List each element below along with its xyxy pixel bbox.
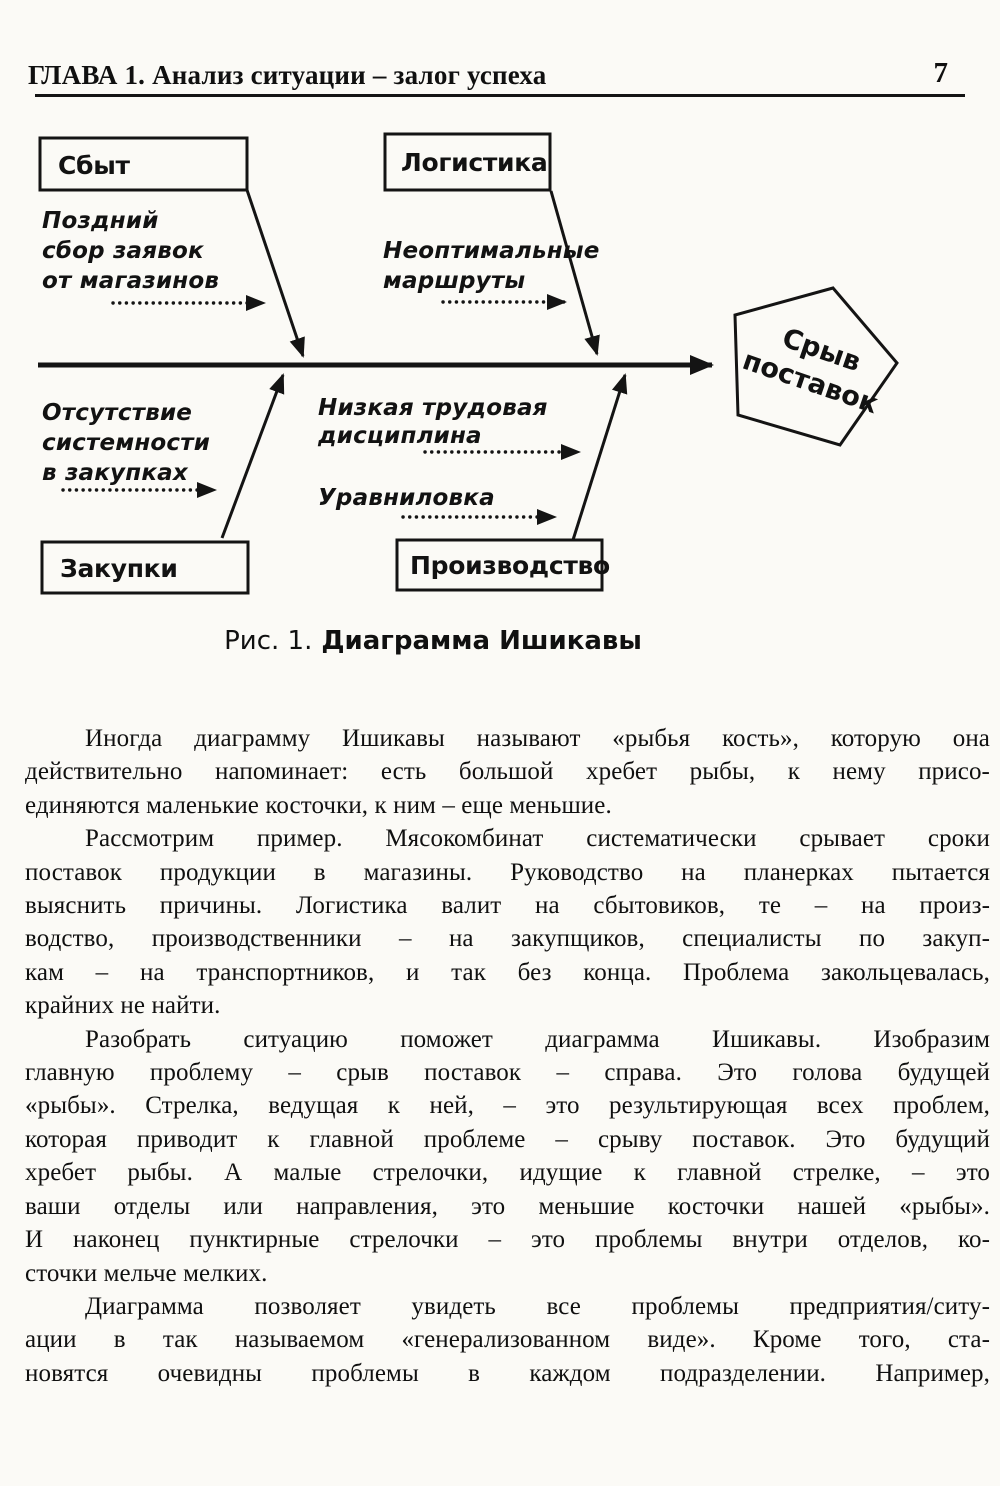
paragraph: Диаграмма позволяет увидеть все проблемы… [25, 1290, 990, 1390]
bone-logistika [549, 190, 600, 356]
text-line: ваши отделы или направления, это меньшие… [25, 1192, 990, 1220]
text-line: Рассмотрим пример. Мясокомбинат системат… [85, 825, 990, 853]
text-line: которая приводит к главной проблеме – ср… [25, 1125, 990, 1153]
text-line: Иногда диаграмму Ишикавы называют «рыбья… [85, 725, 990, 752]
text-line: «рыбы». Стрелка, ведущая к ней, – это ре… [25, 1092, 990, 1120]
figure-caption: Рис. 1. Диаграмма Ишикавы [0, 626, 866, 656]
category-label-sbyt: Сбыт [58, 151, 131, 180]
cause-label: сбор заявок [42, 238, 205, 264]
category-box-zakupki [40, 540, 250, 595]
text-line: хребет рыбы. А малые стрелочки, идущие к… [25, 1159, 990, 1187]
text-line: И наконец пунктирные стрелочки – это про… [25, 1226, 990, 1254]
category-label-proizvodstvo: Производство [410, 551, 610, 580]
cause-label: Уравниловка [318, 485, 495, 511]
bone-proizvodstvo [571, 373, 628, 541]
cause-label: в закупках [42, 460, 189, 486]
paragraph: Иногда диаграмму Ишикавы называют «рыбья… [25, 722, 990, 822]
category-label-zakupki: Закупки [60, 554, 178, 583]
ishikawa-figure: Сбыт Логистика Закупки Производство Позд… [38, 132, 899, 595]
paragraph: Рассмотрим пример. Мясокомбинат системат… [25, 822, 990, 1022]
figure-caption-prefix: Рис. 1. [224, 626, 313, 656]
page-number: 7 [933, 57, 949, 89]
cause-label: дисциплина [317, 423, 482, 449]
text-line: новятся очевидны проблемы в каждом подра… [25, 1359, 990, 1387]
text-line: крайних не найти. [25, 992, 221, 1020]
chapter-header: ГЛАВА 1. Анализ ситуации – залог успеха [28, 60, 547, 90]
text-line: Разобрать ситуацию поможет диаграмма Иши… [85, 1025, 990, 1053]
cause-label: Низкая трудовая [318, 395, 548, 421]
figure-caption-title: Диаграмма Ишикавы [321, 626, 642, 656]
cause-label: от магазинов [42, 268, 219, 294]
text-line: сточки мельче мелких. [25, 1259, 268, 1287]
paragraph: Разобрать ситуацию поможет диаграмма Иши… [25, 1023, 990, 1290]
category-label-logistika: Логистика [401, 148, 547, 177]
bone-sbyt [245, 189, 305, 358]
cause-label: маршруты [383, 268, 525, 294]
bone-zakupki [220, 373, 285, 539]
text-line: водство, производственники – на закупщик… [25, 925, 990, 953]
category-box-sbyt [38, 136, 249, 192]
category-box-logistika [383, 132, 552, 192]
text-line: главную проблему – срыв поставок – справ… [25, 1059, 990, 1087]
cause-label: Неоптимальные [383, 238, 600, 264]
text-line: кам – на транспортников, и так без конца… [25, 958, 990, 986]
cause-label: системности [42, 430, 210, 456]
text-line: выяснить причины. Логистика валит на сбы… [25, 892, 990, 920]
text-line: ации в так называемом «генерализованном … [25, 1326, 990, 1354]
problem-pentagon [733, 286, 899, 447]
body-text: Иногда диаграмму Ишикавы называют «рыбья… [25, 722, 990, 1390]
cause-label: Поздний [42, 208, 159, 234]
text-line: единяются маленькие косточки, к ним – ещ… [25, 791, 612, 819]
cause-label: Отсутствие [42, 400, 192, 426]
text-line: поставок продукции в магазины. Руководст… [25, 858, 990, 886]
header-rule [35, 94, 965, 97]
text-line: действительно напоминает: есть большой х… [25, 758, 990, 786]
text-line: Диаграмма позволяет увидеть все проблемы… [85, 1292, 990, 1320]
category-box-proizvodstvo [395, 538, 604, 592]
